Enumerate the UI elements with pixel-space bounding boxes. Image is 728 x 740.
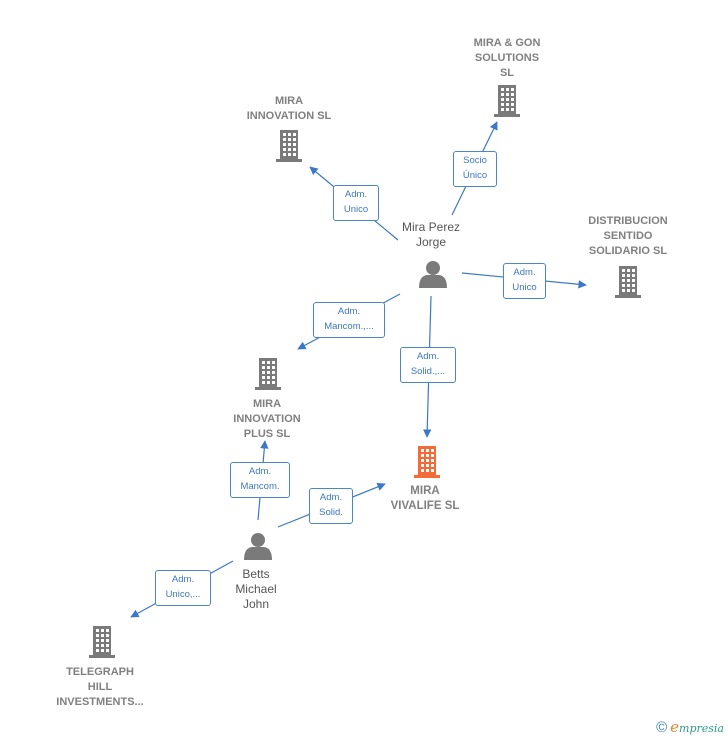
node-label-line: PLUS SL [243,428,291,440]
edge-role-line: Unico,... [165,589,201,600]
node-label-line: MIRA [410,485,440,497]
node-label-telegraph[interactable]: TELEGRAPH HILL INVESTMENTS... [40,665,160,710]
node-label-line: DISTRIBUCION [588,215,668,227]
node-label-line: SOLIDARIO SL [588,245,668,257]
edge-role-label[interactable]: Adm. Solid. [309,488,353,524]
edge-role-line: Mancom.,... [324,321,374,332]
node-label-line: MIRA [274,95,304,107]
edge-role-label[interactable]: Adm. Unico [333,185,379,221]
node-label-line: SL [499,67,515,79]
building-icon-mira-vivalife[interactable] [414,446,440,478]
node-label-mira-innovation[interactable]: MIRA INNOVATION SL [234,94,344,124]
brand-logo-e: e [670,718,680,736]
node-label-line: Michael [235,582,277,596]
edge-role-line: Socio [463,155,487,166]
edge-role-label[interactable]: Adm. Unico [503,263,546,299]
node-label-line: Mira Perez [401,220,460,234]
node-label-line: MIRA & GON [473,37,541,49]
person-icon-betts[interactable] [244,533,272,560]
node-label-line: HILL [87,681,113,693]
person-icon-mira-perez[interactable] [419,261,447,288]
edge-role-line: Unico [512,282,537,293]
node-label-line: VIVALIFE SL [390,500,460,512]
edge-role-line: Adm. [319,492,343,503]
building-icon-mira-innovation[interactable] [276,130,302,162]
node-label-line: Betts [242,567,270,581]
copyright-icon: © [656,719,668,736]
edge-role-label[interactable]: Adm. Unico,... [155,570,211,606]
edge-role-label[interactable]: Adm. Mancom.,... [313,302,385,338]
edge-role-line: Solid.,... [410,366,446,377]
edge-role-label[interactable]: Adm. Mancom. [230,462,290,498]
node-label-mira-innovation-plus[interactable]: MIRA INNOVATION PLUS SL [217,397,317,442]
node-label-distribucion[interactable]: DISTRIBUCION SENTIDO SOLIDARIO SL [573,214,683,259]
node-label-line: Jorge [415,235,447,249]
edge-role-line: Unico [343,204,369,215]
node-label-line: MIRA [252,398,282,410]
building-icon-telegraph[interactable] [89,626,115,658]
edge-role-line: Adm. [248,466,272,477]
building-icon-mira-innovation-plus[interactable] [255,358,281,390]
edge-role-line: Adm. [344,189,368,200]
edge-role-label[interactable]: Adm. Solid.,... [400,347,456,383]
node-label-line: TELEGRAPH [66,666,134,678]
edge-role-line: Mancom. [240,481,280,492]
building-icon-mira-gon[interactable] [494,85,520,117]
brand-footer[interactable]: ©empresia [656,718,724,736]
node-label-mira-vivalife[interactable]: MIRA VIVALIFE SL [375,484,475,514]
edge-role-line: Único [462,170,488,181]
edge-role-line: Adm. [416,351,440,362]
building-icon-distribucion[interactable] [615,266,641,298]
edge-role-line: Adm. [337,306,361,317]
brand-logo-text: mpresia [679,722,724,735]
edge-role-line: Solid. [319,507,343,518]
node-label-line: SENTIDO [603,230,653,242]
node-label-line: INVESTMENTS... [56,696,144,708]
node-label-line: SOLUTIONS [474,52,540,64]
edge-role-line: Adm. [171,574,195,585]
node-label-line: INNOVATION [233,413,301,425]
edge-role-line: Adm. [513,267,536,278]
node-label-line: INNOVATION SL [246,110,332,122]
node-label-mira-gon[interactable]: MIRA & GON SOLUTIONS SL [452,36,562,81]
node-label-line: John [242,597,270,611]
